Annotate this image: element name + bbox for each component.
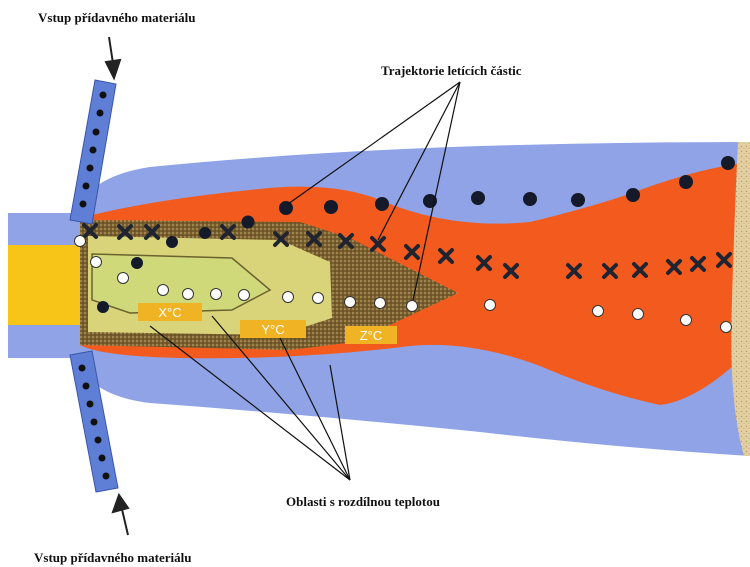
svg-text:X°C: X°C [158, 305, 181, 320]
feed-input-label-bottom: Vstup přídavného materiálu [34, 550, 191, 565]
zone-label-x: X°C [138, 303, 202, 321]
zone-label-z: Z°C [345, 326, 397, 344]
arrow-icon [106, 37, 120, 78]
arrow-icon [113, 495, 128, 535]
torch-nozzle [8, 245, 88, 325]
feed-input-label-top: Vstup přídavného materiálu [38, 10, 195, 25]
trajectories-label: Trajektorie letících částic [381, 63, 522, 78]
temperature-zones-label: Oblasti s rozdílnou teplotou [286, 494, 440, 509]
zone-label-y: Y°C [240, 320, 306, 338]
svg-text:Z°C: Z°C [360, 328, 383, 343]
svg-text:Y°C: Y°C [261, 322, 284, 337]
